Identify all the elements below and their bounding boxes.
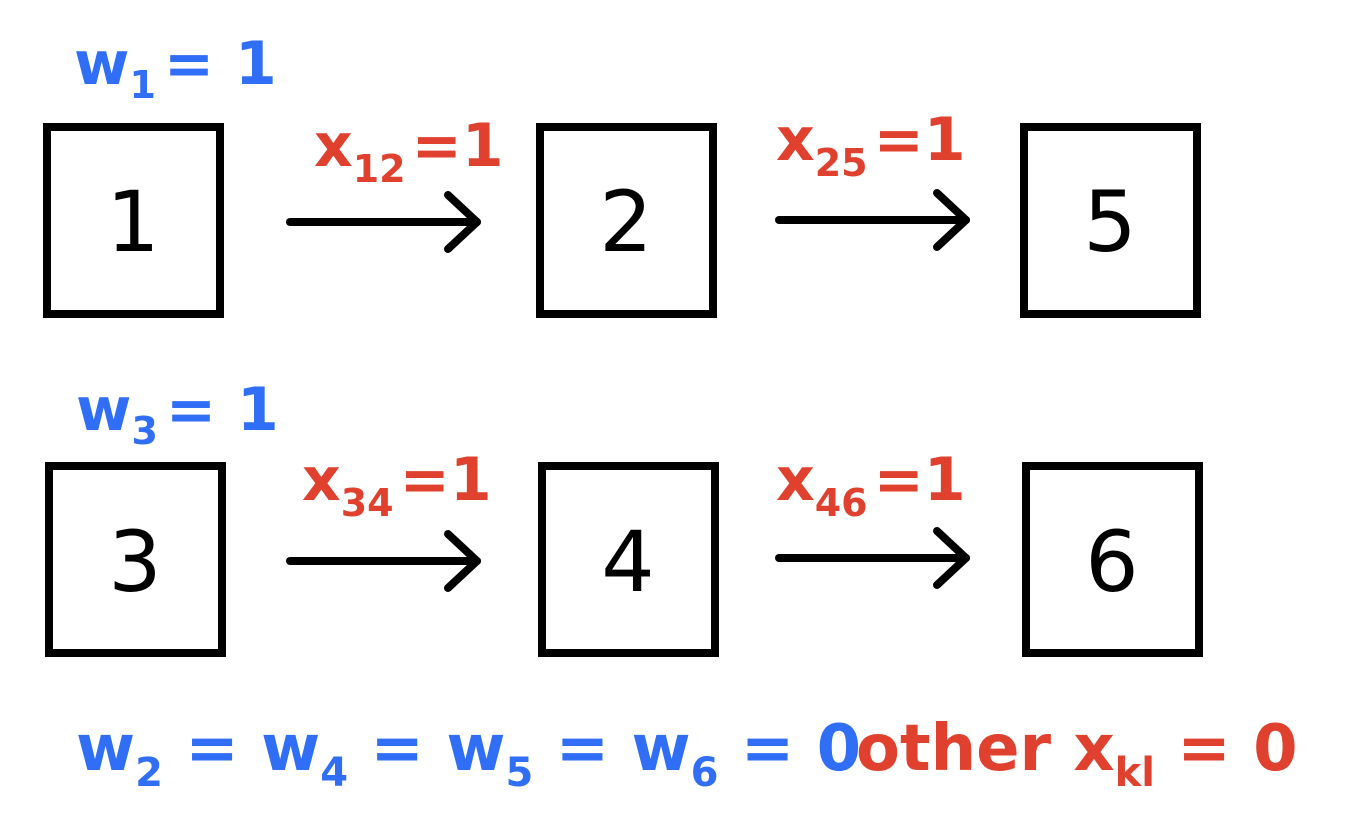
node-1-label: 1: [106, 173, 159, 271]
edge-label-4-6: x46=1: [776, 445, 966, 525]
node-4: 4: [538, 462, 719, 657]
edge-label-2-5: x25=1: [776, 105, 966, 185]
footer-text-part: = w: [533, 712, 690, 786]
footer-text-part: = w: [163, 712, 320, 786]
node-5: 5: [1020, 123, 1201, 318]
node-1: 1: [43, 123, 224, 318]
node-5-label: 5: [1083, 173, 1136, 271]
edge-label-3-4: x34=1: [302, 445, 492, 525]
footer-text-part: w: [76, 712, 135, 786]
footer-subscript: 6: [691, 750, 719, 796]
node-3: 3: [45, 462, 226, 657]
edge-arrow-2-5: [775, 189, 970, 251]
footer-subscript: 5: [505, 750, 533, 796]
node-3-label: 3: [108, 513, 161, 611]
edge-arrow-3-4: [286, 530, 481, 592]
footer-weights-zero: w2 = w4 = w5 = w6 = 0: [76, 712, 861, 796]
node-4-label: 4: [601, 513, 654, 611]
footer-text-part: = 0: [1155, 712, 1298, 786]
weight-label-node-1: w1= 1: [74, 29, 277, 107]
footer-text-part: other x: [856, 712, 1115, 786]
edge-arrow-4-6: [775, 527, 970, 589]
node-6: 6: [1022, 462, 1203, 657]
edge-label-1-2: x12=1: [314, 111, 504, 191]
node-6-label: 6: [1085, 513, 1138, 611]
footer-subscript: 4: [320, 750, 348, 796]
edge-arrow-1-2: [286, 191, 481, 253]
footer-other-edges-zero: other xkl = 0: [856, 712, 1298, 796]
node-2-label: 2: [599, 173, 652, 271]
footer-subscript: 2: [135, 750, 163, 796]
footer-subscript: kl: [1115, 750, 1155, 796]
weight-label-node-3: w3= 1: [76, 375, 279, 453]
node-2: 2: [536, 123, 717, 318]
footer-text-part: = 0: [718, 712, 861, 786]
footer-text-part: = w: [348, 712, 505, 786]
